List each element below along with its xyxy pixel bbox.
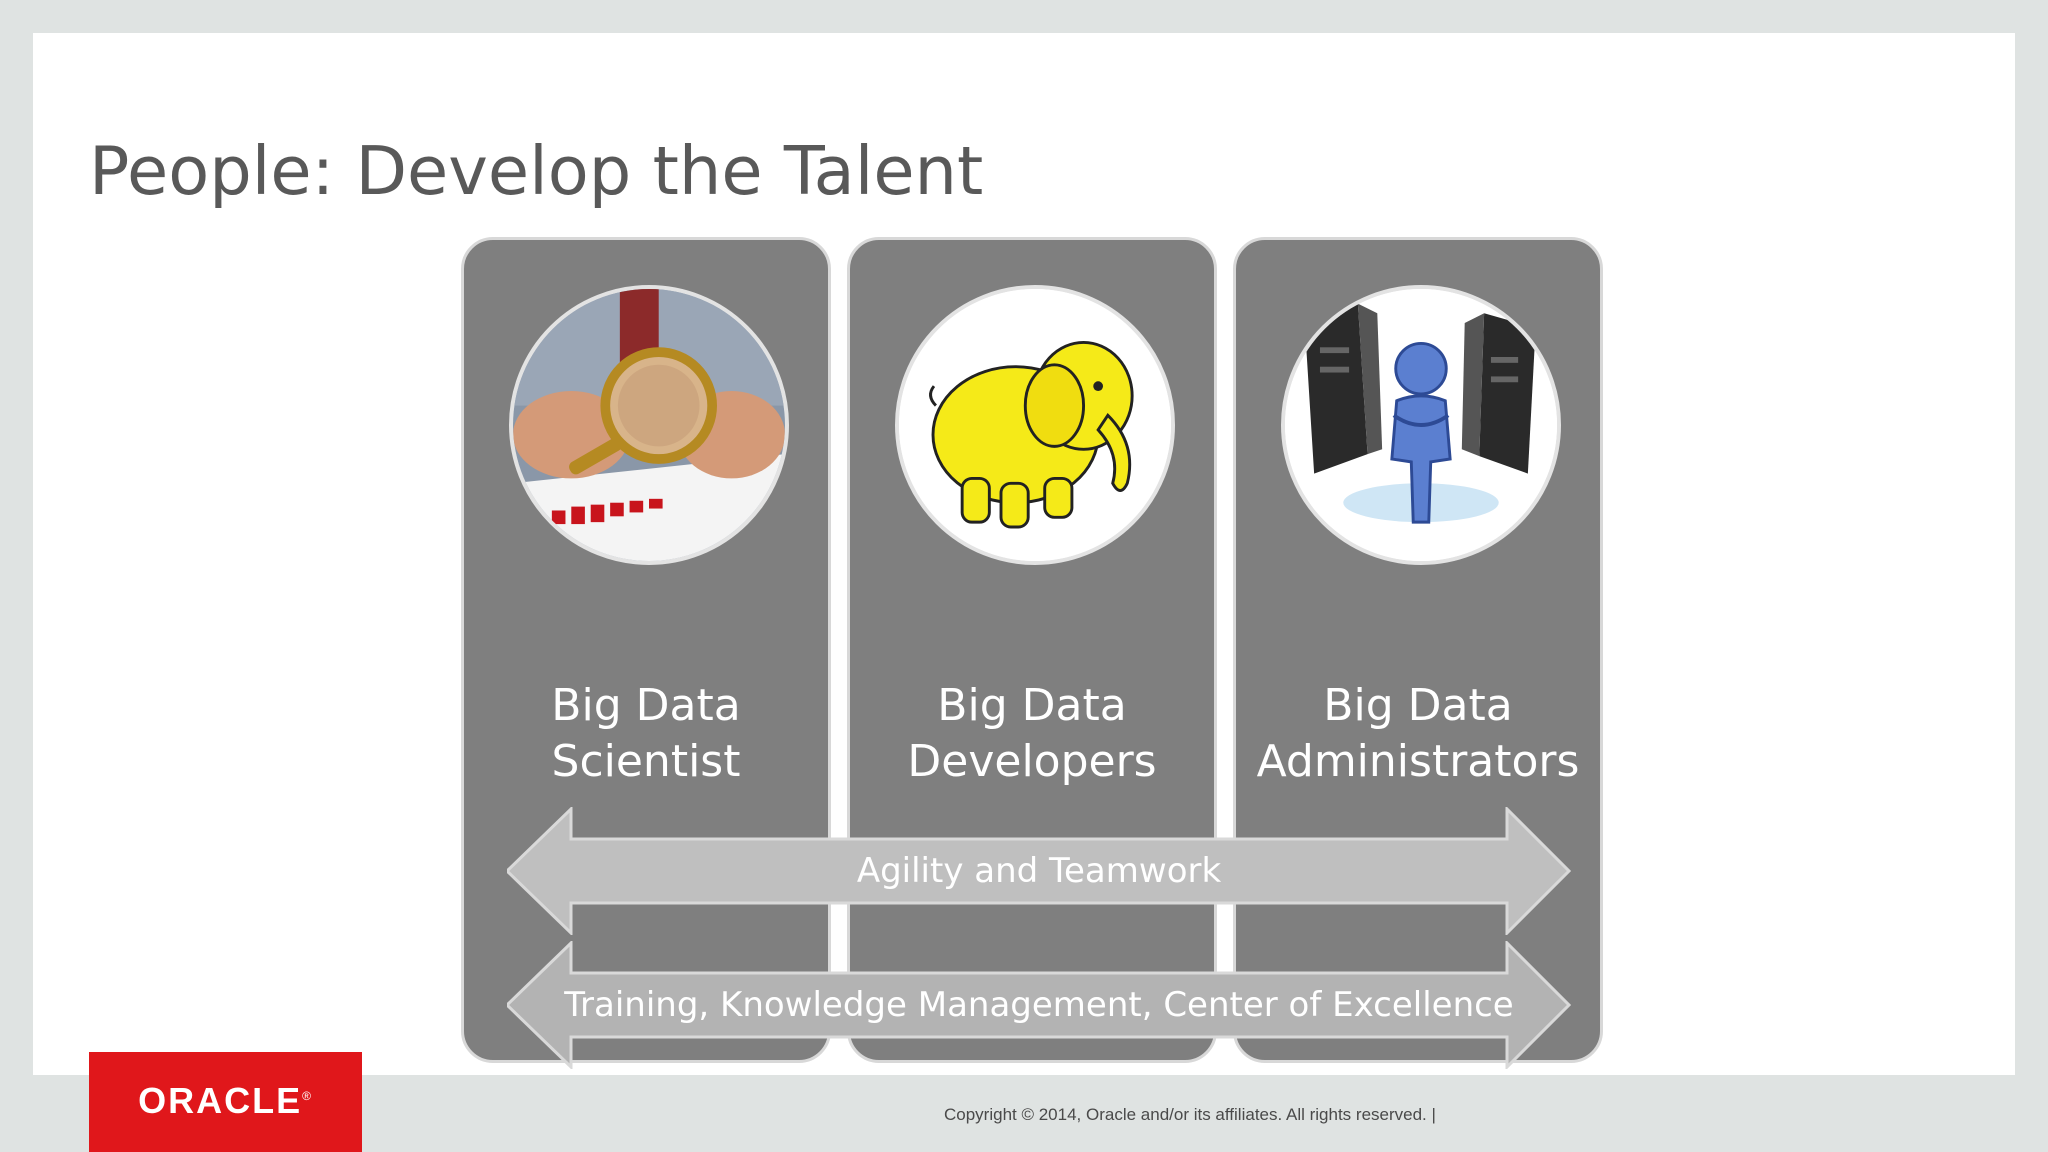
oracle-logo: ORACLE® bbox=[89, 1052, 362, 1152]
slide-title: People: Develop the Talent bbox=[89, 132, 984, 210]
arrow-agility: Agility and Teamwork bbox=[507, 807, 1571, 935]
oracle-logo-text: ORACLE® bbox=[89, 1080, 362, 1122]
magnifying-glass-image bbox=[509, 285, 789, 565]
panel-label-line2: Developers bbox=[907, 736, 1157, 787]
double-arrow-icon bbox=[507, 941, 1571, 1069]
panel-administrators: Big Data Administrators bbox=[1233, 237, 1603, 1063]
registered-mark: ® bbox=[302, 1089, 313, 1103]
admin-servers-image bbox=[1281, 285, 1561, 565]
double-arrow-icon bbox=[507, 807, 1571, 935]
copyright-footer: Copyright © 2014, Oracle and/or its affi… bbox=[944, 1105, 1436, 1124]
panel-label-scientist: Big Data Scientist bbox=[464, 678, 828, 790]
arrow-label-training: Training, Knowledge Management, Center o… bbox=[564, 985, 1514, 1025]
panel-label-line2: Scientist bbox=[551, 736, 741, 787]
panel-label-line1: Big Data bbox=[551, 680, 741, 731]
panel-label-line1: Big Data bbox=[937, 680, 1127, 731]
elephant-icon bbox=[899, 289, 1171, 561]
magnifying-glass-icon bbox=[513, 289, 785, 561]
panel-label-line1: Big Data bbox=[1323, 680, 1513, 731]
panel-scientist: Big Data Scientist bbox=[461, 237, 831, 1063]
server-admin-icon bbox=[1285, 289, 1557, 561]
panel-label-line2: Administrators bbox=[1256, 736, 1580, 787]
panel-developers: Big Data Developers bbox=[847, 237, 1217, 1063]
arrow-label-agility: Agility and Teamwork bbox=[856, 851, 1222, 891]
logo-wordmark: ORACLE bbox=[138, 1080, 303, 1121]
arrow-training: Training, Knowledge Management, Center o… bbox=[507, 941, 1571, 1069]
panel-label-administrators: Big Data Administrators bbox=[1236, 678, 1600, 790]
panel-label-developers: Big Data Developers bbox=[850, 678, 1214, 790]
hadoop-elephant-image bbox=[895, 285, 1175, 565]
